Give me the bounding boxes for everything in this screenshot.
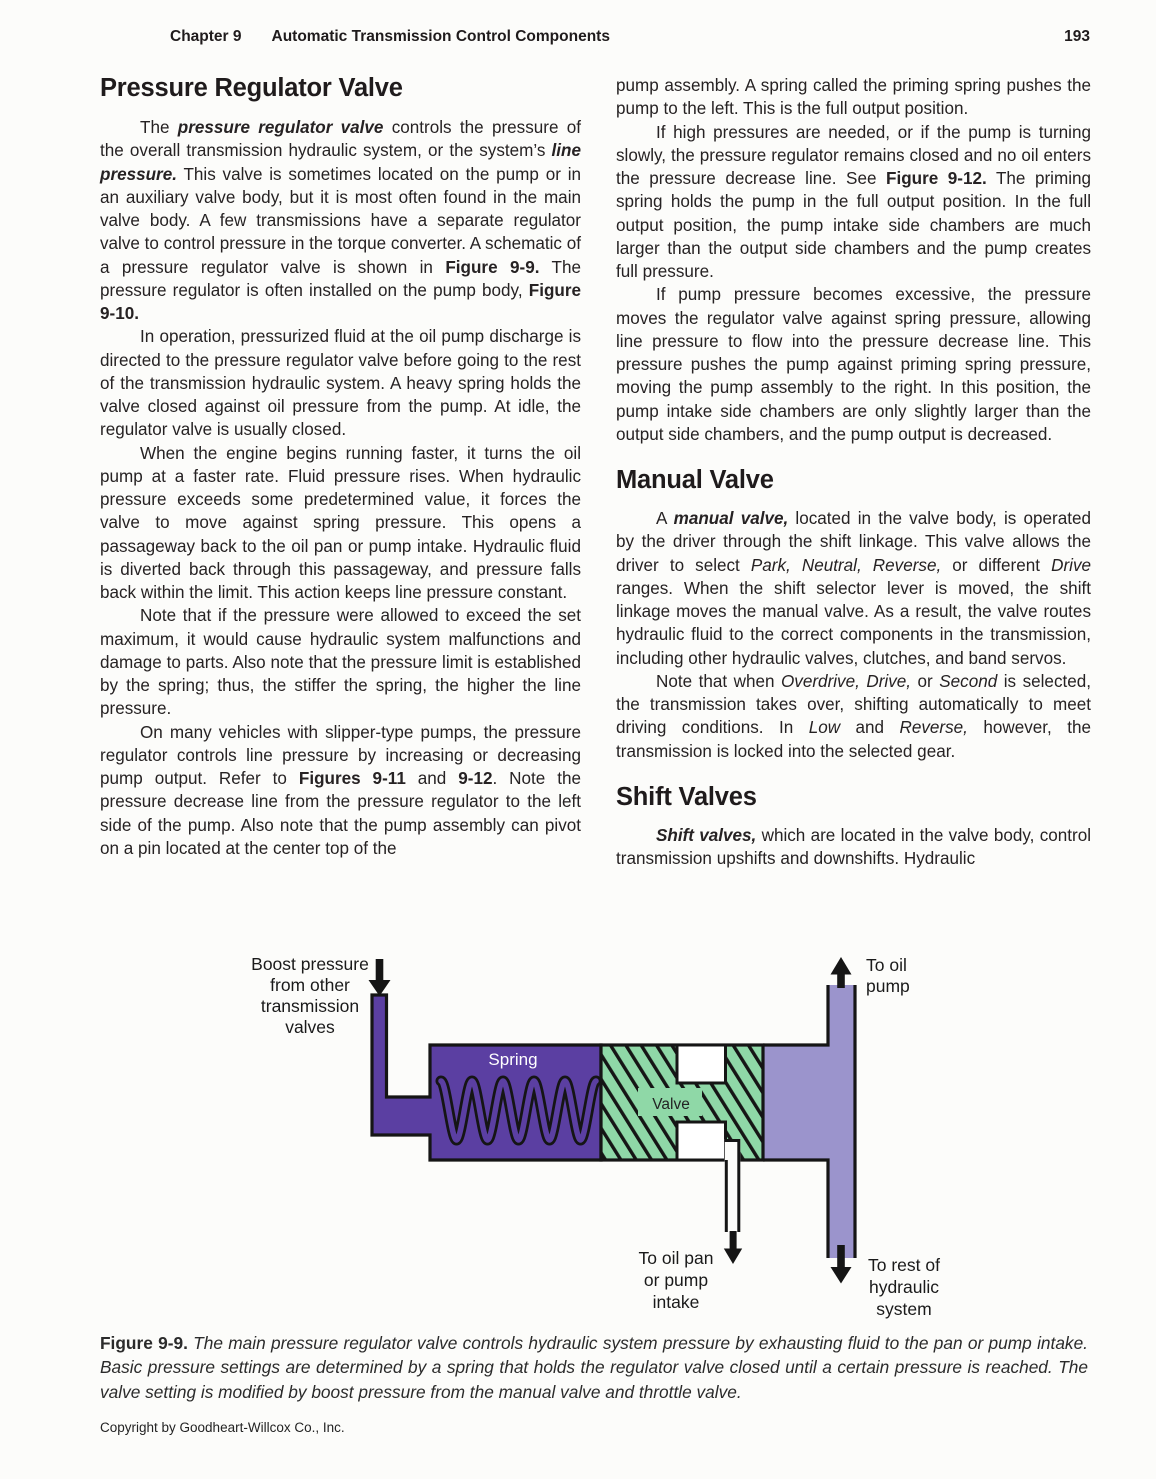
paragraph: Note that if the pressure were allowed t… (100, 604, 581, 720)
paragraph: If pump pressure becomes excessive, the … (616, 283, 1091, 446)
exhaust-pipe-walls (724, 1139, 741, 1232)
text-segment: Note that if the pressure were allowed t… (100, 606, 581, 719)
text-segment: Figures 9-11 (298, 769, 406, 788)
to-rest-label: To rest of hydraulic system (868, 1255, 940, 1319)
to-oil-pump-label-line: To oil (866, 955, 907, 975)
to-oil-pan-label-line: To oil pan (639, 1248, 714, 1268)
text-segment: controls the pressure of the overall tra… (100, 118, 581, 161)
text-segment: The priming spring holds the pump in the… (616, 169, 1092, 281)
boost-arrow-icon (368, 959, 391, 996)
text-segment: Figure 9-9. (445, 257, 540, 277)
text-segment: line pressure. (100, 141, 581, 184)
paragraph: When the engine begins running faster, i… (100, 442, 581, 605)
paragraph: The pressure regulator valve controls th… (100, 116, 581, 325)
text-segment: Drive (1051, 555, 1091, 575)
left-paragraphs: The pressure regulator valve controls th… (100, 116, 581, 860)
text-segment: If high pressures are needed, or if the … (616, 122, 1091, 189)
text-segment: ranges. When the shift selector lever is… (616, 578, 1091, 668)
paragraph: Note that when Overdrive, Drive, or Seco… (616, 670, 1091, 763)
system-passage-outline (763, 985, 857, 1258)
paragraph: If high pressures are needed, or if the … (616, 121, 1091, 284)
to-oil-pan-label-line: or pump (644, 1270, 708, 1290)
text-segment: A (656, 509, 674, 528)
boost-label-line: transmission (261, 996, 359, 1016)
chapter-title: Automatic Transmission Control Component… (271, 28, 610, 45)
text-segment: Figure 9-9. (100, 1333, 188, 1353)
paragraph: In operation, pressurized fluid at the o… (100, 325, 581, 441)
text-segment: is selected, the transmission takes over… (616, 671, 1091, 738)
text-segment: On many vehicles with slipper-type pumps… (100, 722, 581, 789)
text-segment: When the engine begins running faster, i… (100, 443, 581, 603)
to-oil-pump-arrow-icon (830, 957, 852, 988)
paragraph: A manual valve, located in the valve bod… (616, 507, 1091, 670)
section-heading: Manual Valve (616, 466, 774, 494)
boost-label-line: valves (285, 1017, 335, 1037)
text-segment: or (911, 671, 940, 691)
text-segment: In operation, pressurized fluid at the o… (100, 327, 581, 440)
boost-label: Boost pressure from other transmission v… (251, 954, 369, 1037)
paragraph: pump assembly. A spring called the primi… (616, 74, 1091, 121)
text-segment: however, the transmission is locked into… (616, 718, 1091, 761)
valve-bottom-groove (675, 1120, 727, 1162)
figure-caption: Figure 9-9. The main pressure regulator … (100, 1331, 1088, 1404)
to-rest-label-line: hydraulic (869, 1277, 939, 1297)
text-segment: Note that when (656, 671, 782, 691)
section-heading: Pressure Regulator Valve (100, 74, 403, 102)
text-segment: 9-12 (458, 769, 493, 788)
left-column: Pressure Regulator Valve The pressure re… (100, 74, 581, 860)
text-segment: Second (939, 671, 998, 691)
to-oil-pan-label: To oil pan or pump intake (639, 1248, 714, 1312)
running-header: Chapter 9 Automatic Transmission Control… (170, 28, 610, 46)
system-passage (763, 985, 855, 1258)
text-segment: This valve is sometimes located on the p… (100, 164, 581, 277)
text-segment: The pressure regulator is often installe… (100, 257, 582, 300)
text-segment: If pump pressure becomes excessive, the … (616, 285, 1091, 444)
copyright: Copyright by Goodheart-Willcox Co., Inc. (100, 1420, 345, 1435)
section-heading: Shift Valves (616, 782, 757, 811)
text-segment: and (405, 769, 459, 788)
to-oil-pump-label: To oil pump (866, 955, 910, 996)
valve-top-groove (675, 1043, 727, 1085)
spring-coil (438, 1078, 599, 1143)
text-segment: and (840, 718, 900, 738)
chapter-label: Chapter 9 (170, 28, 242, 45)
text-segment: The main pressure regulator valve contro… (100, 1333, 1088, 1402)
text-segment: which are located in the valve body, con… (616, 825, 1091, 868)
text-segment: Park, Neutral, Reverse, (750, 555, 942, 575)
boost-label-line: Boost pressure (251, 954, 369, 974)
text-segment: Figure 9-12. (886, 169, 987, 188)
text-segment: manual valve, (673, 509, 789, 528)
to-rest-label-line: system (876, 1299, 931, 1319)
to-oil-pan-arrow-icon (723, 1231, 743, 1264)
paragraph: On many vehicles with slipper-type pumps… (100, 721, 581, 861)
text-segment: Shift valves, (656, 825, 757, 845)
exhaust-passage (724, 1139, 741, 1232)
exhaust-pipe-fill (724, 1139, 741, 1232)
page-number: 193 (1064, 28, 1090, 45)
boost-label-line: from other (270, 975, 350, 995)
valve-label-patch (638, 1088, 702, 1116)
text-segment: pressure regulator valve (177, 118, 384, 137)
to-rest-label-line: To rest of (868, 1255, 940, 1275)
paragraph: Shift valves, which are located in the v… (616, 824, 1091, 871)
to-oil-pan-label-line: intake (653, 1292, 700, 1312)
figure-9-9-diagram: Boost pressure from other transmission v… (251, 954, 940, 1319)
to-rest-arrow-icon (830, 1245, 852, 1284)
text-segment: . Note the pressure decrease line from t… (100, 769, 581, 858)
text-segment: located in the valve body, is operated b… (616, 509, 1091, 575)
spring-label: Spring (488, 1050, 537, 1069)
to-oil-pump-label-line: pump (866, 976, 910, 996)
text-segment: pump assembly. A spring called the primi… (616, 76, 1091, 119)
text-segment: or different (941, 555, 1052, 575)
text-segment: Overdrive, Drive, (781, 671, 912, 691)
text-segment: Figure 9-10. (100, 280, 581, 323)
right-column: pump assembly. A spring called the primi… (616, 74, 1091, 870)
text-segment: The (140, 118, 178, 137)
valve-label: Valve (652, 1096, 690, 1113)
text-segment: Low (808, 718, 841, 738)
text-segment: Reverse, (899, 718, 968, 738)
